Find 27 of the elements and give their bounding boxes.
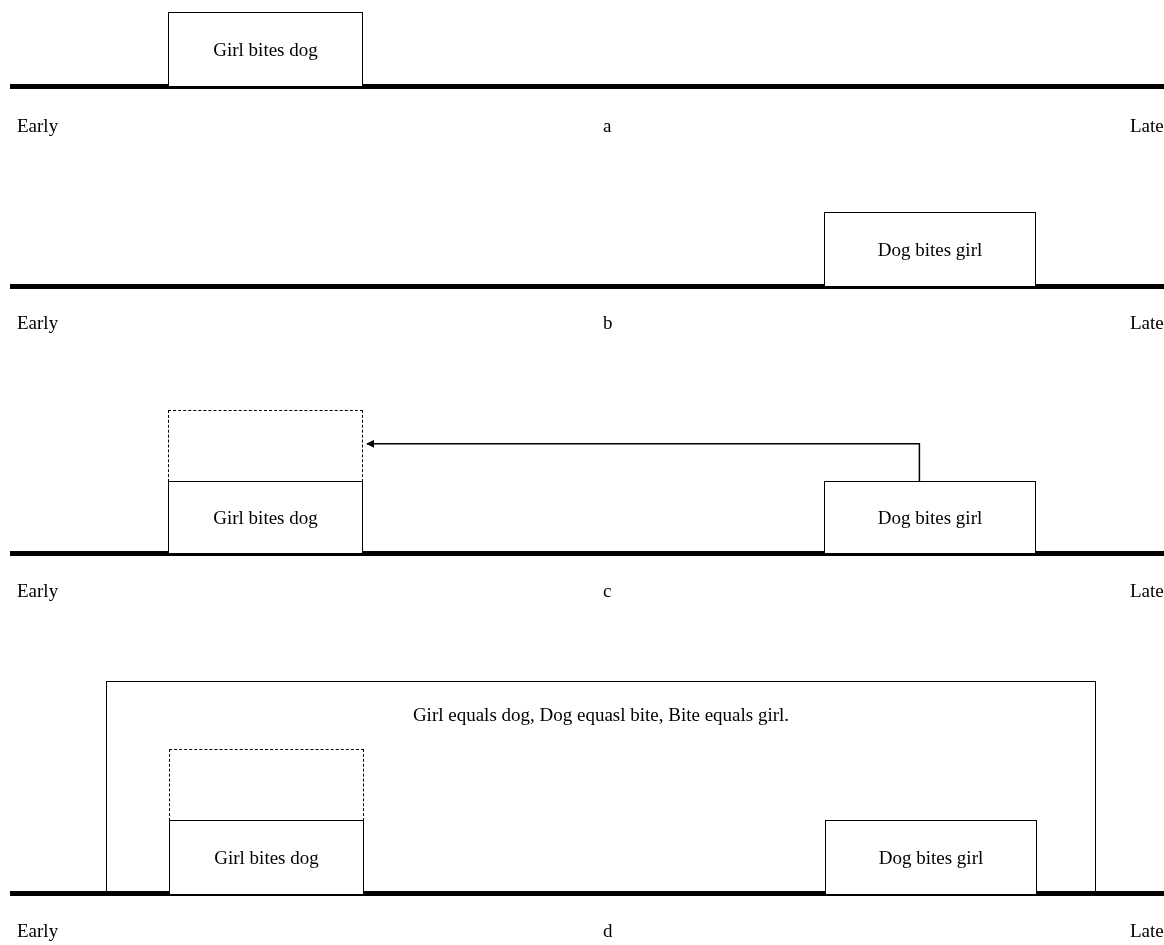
panel-letter: a: [603, 115, 612, 137]
time-label: Late: [1130, 580, 1164, 602]
event-box: [824, 212, 1036, 287]
panel-letter: d: [603, 920, 613, 942]
box-text: Girl bites dog: [213, 506, 318, 529]
time-label: Early: [17, 580, 59, 602]
event-box: [169, 820, 364, 895]
time-label: Late: [1130, 312, 1164, 334]
frame-box: [106, 681, 1096, 894]
time-label: Late: [1130, 115, 1164, 137]
time-label: Early: [17, 312, 59, 334]
box-text: Dog bites girl: [877, 238, 983, 261]
arrow: [366, 439, 921, 482]
box-text: Dog bites girl: [878, 846, 984, 869]
event-box: [825, 820, 1037, 895]
box-text: Girl bites dog: [213, 38, 318, 61]
box-text: Dog bites girl: [877, 506, 983, 529]
event-box: [168, 12, 363, 87]
event-box: [824, 481, 1036, 554]
event-box: [168, 481, 363, 554]
box-text: Girl equals dog, Dog equasl bite, Bite equals girl.: [412, 704, 790, 726]
panel-letter: c: [603, 580, 612, 602]
time-label: Early: [17, 115, 59, 137]
time-label: Late: [1130, 920, 1164, 942]
box-text: Girl bites dog: [214, 846, 319, 869]
panel-letter: b: [603, 312, 613, 334]
time-label: Early: [17, 920, 59, 942]
